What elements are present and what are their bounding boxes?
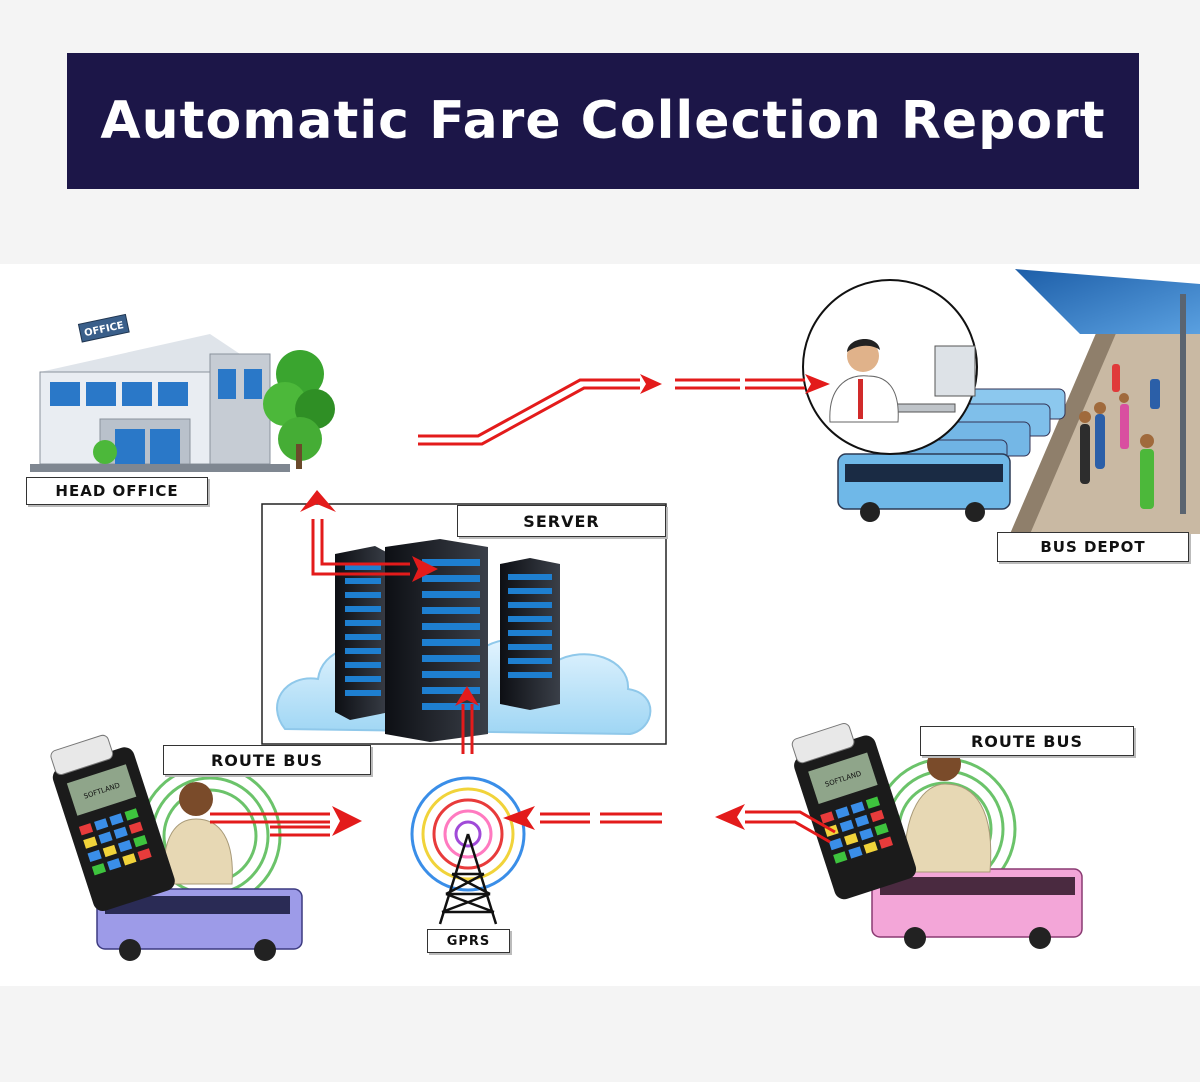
- left-route-bus-scene: SOFTLAND: [50, 734, 303, 961]
- route-bus-right-label-text: ROUTE BUS: [970, 731, 1084, 751]
- server-label-text: SERVER: [523, 511, 600, 531]
- depot-buses: [837, 388, 1066, 522]
- bus-depot-scene: [802, 269, 1200, 534]
- bus-depot-label: BUS DEPOT: [997, 532, 1189, 562]
- route-bus-left-label-text: ROUTE BUS: [210, 750, 324, 770]
- gprs-label: GPRS: [427, 929, 510, 953]
- depot-passengers: [1079, 364, 1160, 509]
- data-flow-arrows: [210, 374, 836, 844]
- head-office-label: HEAD OFFICE: [26, 477, 208, 505]
- server-label: SERVER: [457, 505, 666, 537]
- head-office-label-text: HEAD OFFICE: [55, 482, 179, 500]
- page-title: Automatic Fare Collection Report: [100, 91, 1106, 151]
- diagram-illustration: OFFICE: [30, 269, 1200, 961]
- title-banner: Automatic Fare Collection Report: [67, 53, 1139, 189]
- route-bus-right-label: ROUTE BUS: [920, 726, 1134, 756]
- operator-circle: [802, 279, 978, 455]
- fare-collection-diagram: OFFICE: [0, 264, 1200, 986]
- route-bus-left-label: ROUTE BUS: [163, 745, 371, 775]
- head-office-building: OFFICE: [30, 313, 335, 472]
- gprs-tower: [410, 776, 526, 925]
- gprs-label-text: GPRS: [446, 933, 491, 949]
- right-route-bus-scene: SOFTLAND: [791, 723, 1083, 949]
- bus-depot-label-text: BUS DEPOT: [1040, 538, 1146, 556]
- server-racks: [335, 539, 560, 742]
